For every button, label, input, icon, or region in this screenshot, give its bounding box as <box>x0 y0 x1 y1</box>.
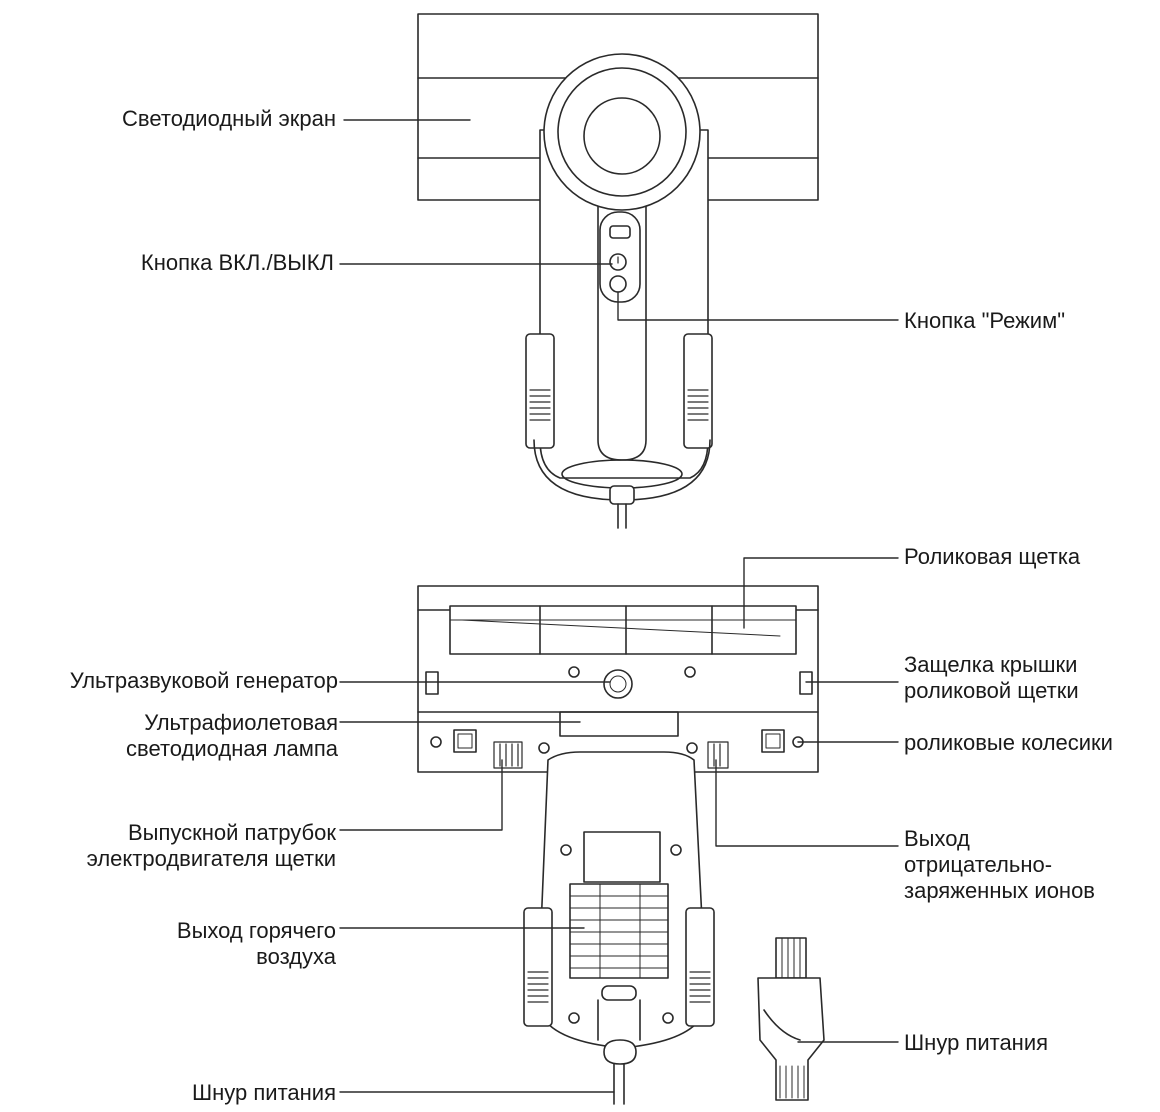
leader-lines <box>339 119 899 1093</box>
label-uv-lamp-line2: светодиодная лампа <box>126 736 338 761</box>
label-brush-cover-latch-line2: роликовой щетки <box>904 678 1079 703</box>
label-uv-lamp: Ультрафиолетовая светодиодная лампа <box>40 710 338 762</box>
cleaning-tool <box>757 937 825 1101</box>
label-hot-air-outlet: Выход горячего воздуха <box>60 918 336 970</box>
label-motor-exhaust: Выпускной патрубок электродвигателя щетк… <box>20 820 336 872</box>
label-brush-cover-latch: Защелка крышки роликовой щетки <box>904 652 1079 704</box>
label-motor-exhaust-line1: Выпускной патрубок <box>127 820 336 845</box>
label-power-cord-tool: Шнур питания <box>904 1030 1049 1055</box>
label-ion-outlet-line2: отрицательно- <box>904 852 1053 877</box>
bottom-view-device <box>417 585 819 1105</box>
label-ultrasonic-generator: Ультразвуковой генератор <box>69 668 338 693</box>
top-view-device <box>417 13 819 529</box>
label-power-cord-bottom: Шнур питания <box>191 1080 336 1105</box>
label-roller-brush: Роликовая щетка <box>904 544 1081 569</box>
label-power-button: Кнопка ВКЛ./ВЫКЛ <box>140 250 334 275</box>
label-hot-air-outlet-line1: Выход горячего <box>176 918 336 943</box>
label-ion-outlet-line3: заряженных ионов <box>904 878 1095 903</box>
label-roller-wheels: роликовые колесики <box>904 730 1113 755</box>
label-ion-outlet-line1: Выход <box>904 826 970 851</box>
label-brush-cover-latch-line1: Защелка крышки <box>904 652 1078 677</box>
label-ion-outlet: Выход отрицательно- заряженных ионов <box>904 826 1095 904</box>
label-mode-button: Кнопка "Режим" <box>904 308 1066 333</box>
label-hot-air-outlet-line2: воздуха <box>256 944 336 969</box>
label-led-screen: Светодиодный экран <box>122 106 336 131</box>
label-motor-exhaust-line2: электродвигателя щетки <box>86 846 336 871</box>
label-uv-lamp-line1: Ультрафиолетовая <box>144 710 338 735</box>
